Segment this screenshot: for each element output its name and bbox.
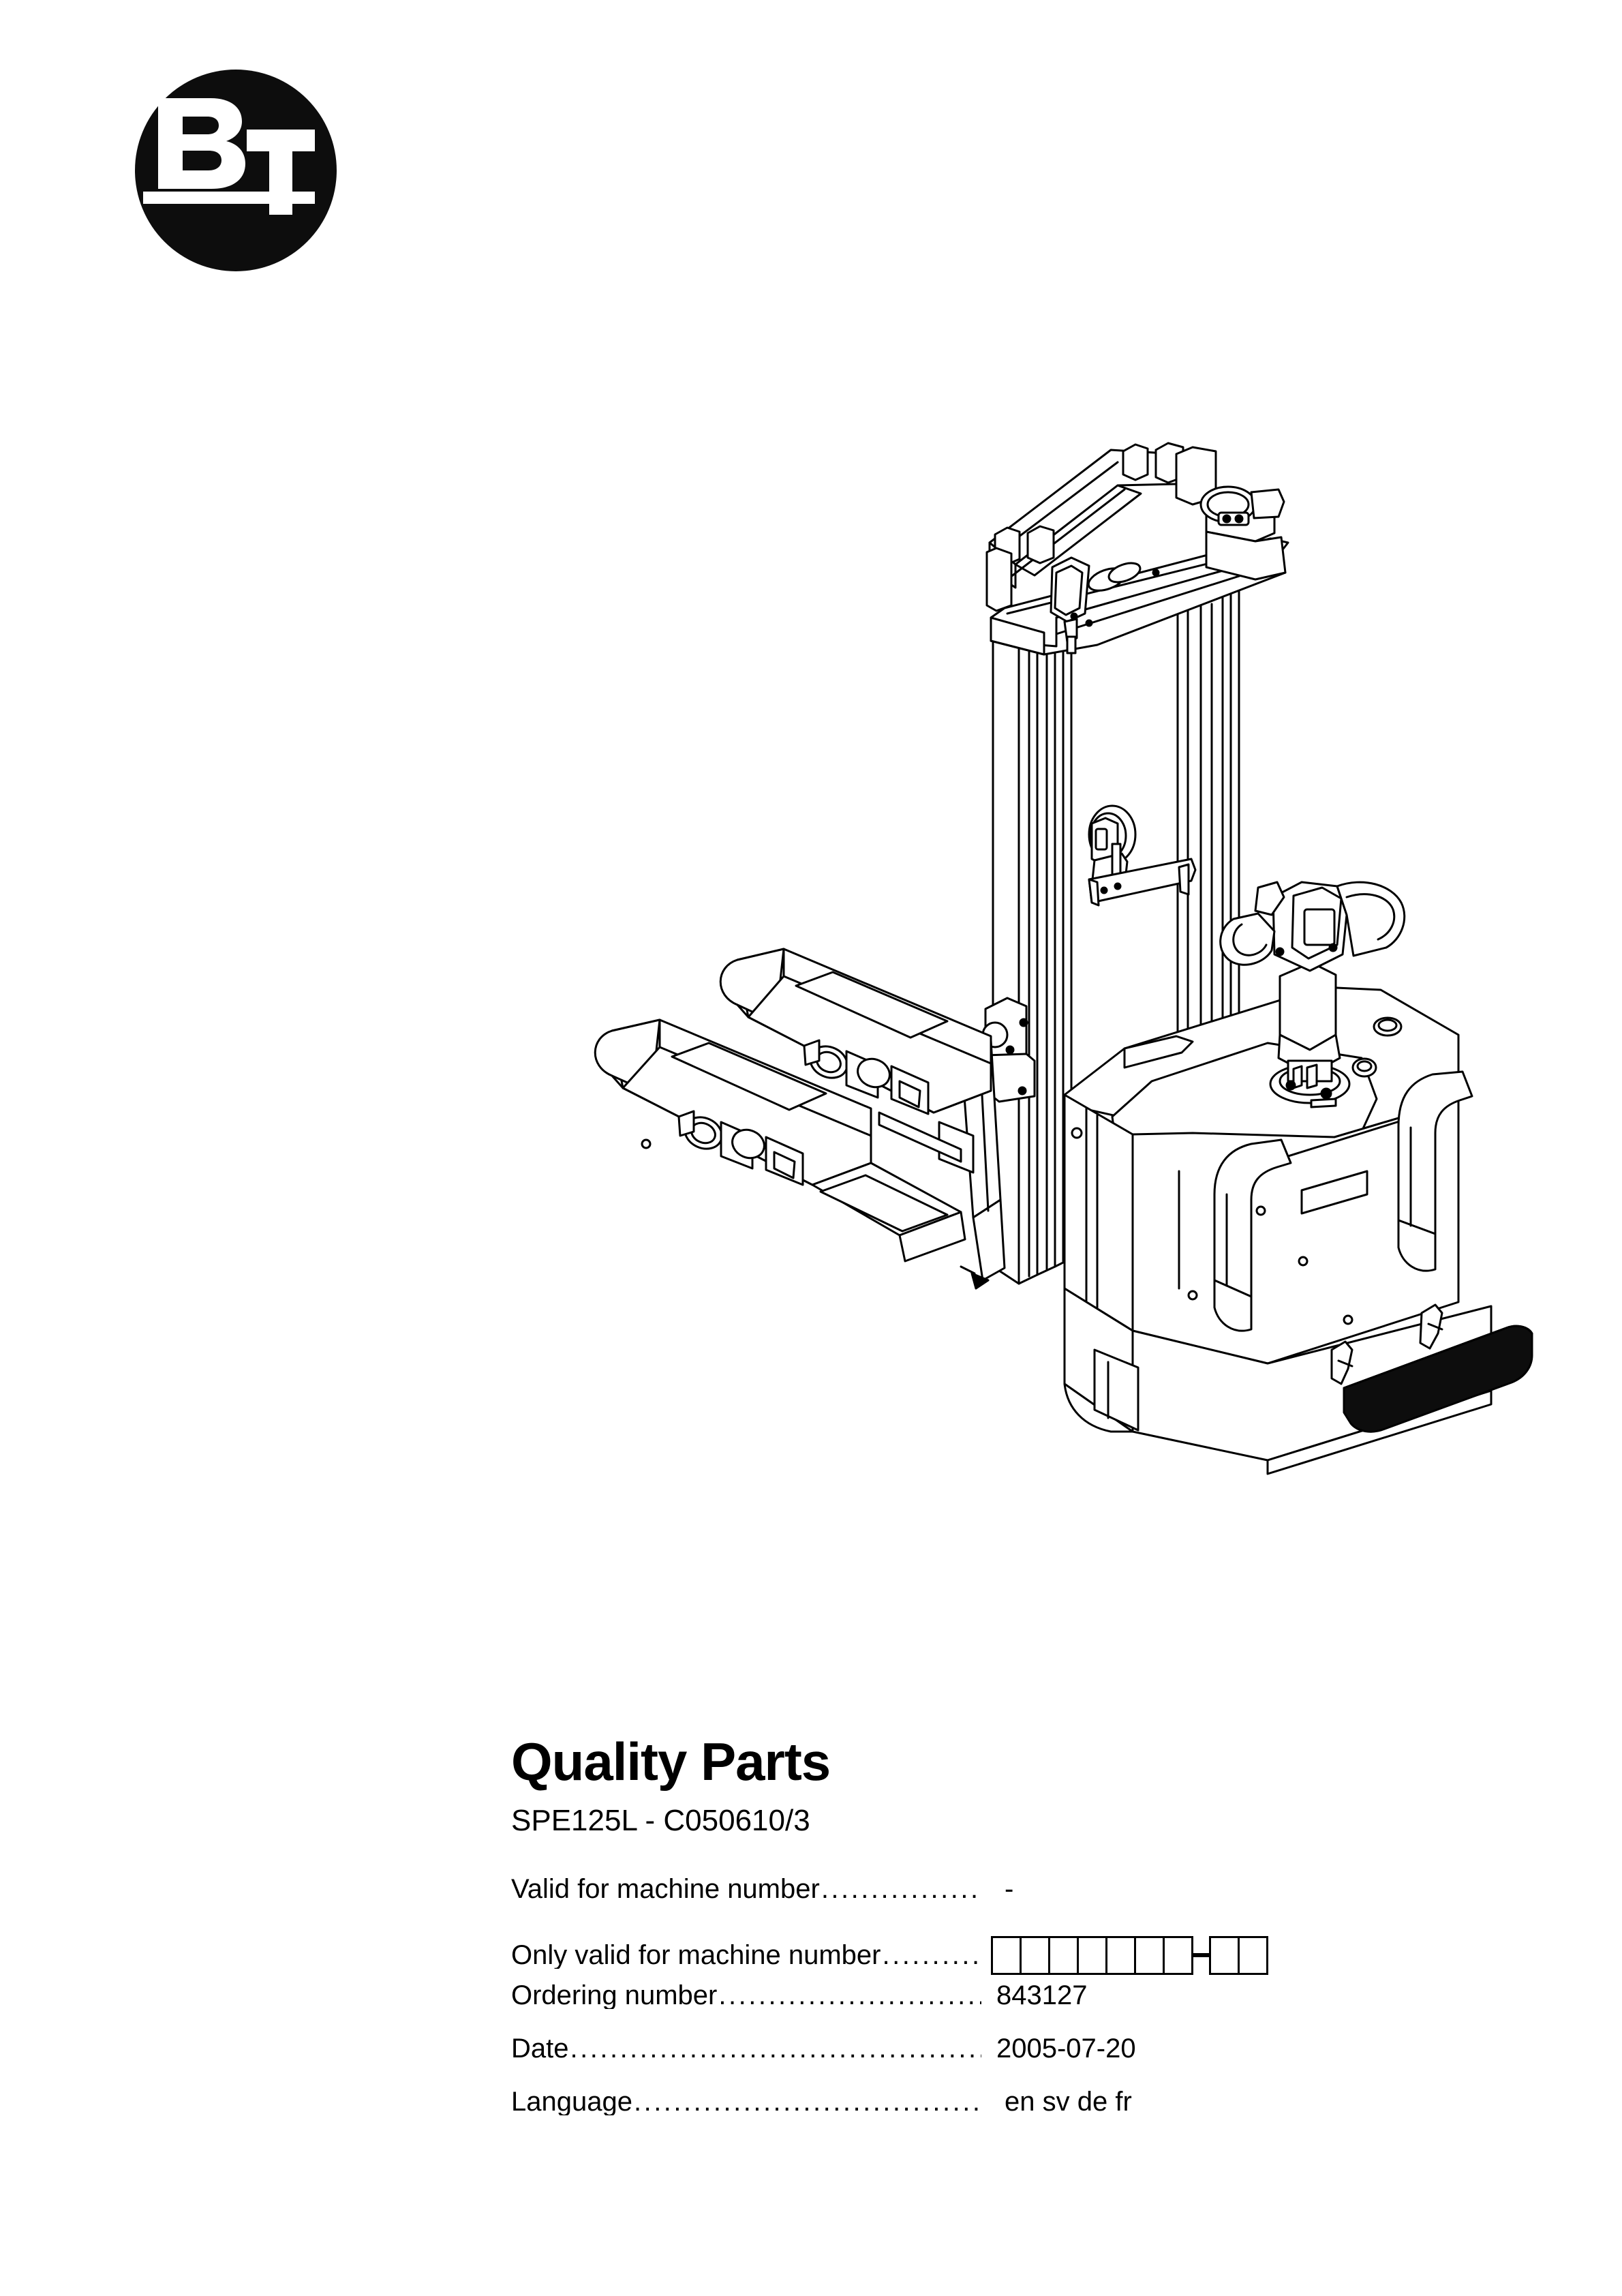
spec-row-date: Date ...................................…: [511, 2035, 1465, 2088]
document-text-block: Quality Parts SPE125L - C050610/3 Valid …: [511, 1735, 1465, 2141]
spec-label-wrap: Date ...................................…: [511, 2035, 981, 2062]
spec-row-language: Language ...............................…: [511, 2088, 1465, 2141]
machine-number-box[interactable]: [1134, 1935, 1165, 1975]
machine-number-box[interactable]: [1077, 1935, 1107, 1975]
model-designation: SPE125L - C050610/3: [511, 1804, 810, 1837]
forklift-line-drawing: [594, 442, 1533, 1475]
spec-value-date: 2005-07-20: [996, 2034, 1136, 2064]
handrails: [1213, 1070, 1473, 1332]
mast-chain-pulley: [1088, 804, 1197, 907]
spec-label-wrap: Ordering number ........................…: [511, 1982, 981, 2009]
spec-label: Valid for machine number: [511, 1875, 820, 1903]
spec-label: Language: [511, 2088, 632, 2115]
spec-label: Only valid for machine number: [511, 1942, 881, 1969]
spec-value-ordering-number: 843127: [996, 1980, 1088, 2010]
fork-assembly: [594, 948, 992, 1290]
dot-leader: ........................................…: [633, 2088, 981, 2115]
machine-number-separator-dash: [1193, 1953, 1211, 1957]
page-title: Quality Parts: [511, 1732, 831, 1792]
spec-row-only-valid-machine-number: Only valid for machine number ..........…: [511, 1929, 1465, 1982]
spec-row-ordering-number: Ordering number ........................…: [511, 1982, 1465, 2035]
spec-value-valid-machine-number: -: [1005, 1874, 1014, 1904]
machine-number-box[interactable]: [1105, 1935, 1136, 1975]
tiller-control-handle: [1219, 881, 1406, 1108]
machine-number-box[interactable]: [1020, 1935, 1050, 1975]
machine-number-box[interactable]: [1238, 1935, 1268, 1975]
logo-letter-b: [158, 98, 245, 189]
handrail-rear: [1397, 1070, 1473, 1235]
dot-leader: ............: [882, 1942, 981, 1969]
dot-leader: ................................: [718, 1982, 981, 2009]
machine-number-box[interactable]: [1048, 1935, 1079, 1975]
body-nameplate: [1300, 1170, 1368, 1215]
machine-number-box[interactable]: [991, 1935, 1022, 1975]
spec-label: Ordering number: [511, 1982, 718, 2009]
bt-logo-svg: [135, 70, 337, 271]
product-illustration: [579, 409, 1533, 1568]
bt-logo: [134, 68, 338, 273]
fork-roller-upper: [803, 1039, 930, 1115]
spec-label-wrap: Language ...............................…: [511, 2088, 981, 2115]
operator-platform: [1330, 1303, 1533, 1433]
spec-row-valid-machine-number: Valid for machine number ...............…: [511, 1875, 1465, 1929]
spec-label-wrap: Valid for machine number ...............…: [511, 1875, 981, 1903]
fork-roller-lower: [677, 1110, 804, 1186]
logo-letter-t: [247, 130, 315, 215]
logo-underbar: [143, 192, 315, 204]
machine-number-box[interactable]: [1209, 1935, 1240, 1975]
dot-leader: ........................................…: [570, 2035, 982, 2062]
dot-leader: ....................: [821, 1875, 981, 1903]
spec-value-language: en sv de fr: [1005, 2087, 1132, 2117]
spec-label-wrap: Only valid for machine number ..........…: [511, 1942, 981, 1969]
machine-number-box[interactable]: [1163, 1935, 1193, 1975]
spec-label: Date: [511, 2035, 569, 2062]
machine-number-entry-boxes[interactable]: [981, 1935, 1268, 1975]
